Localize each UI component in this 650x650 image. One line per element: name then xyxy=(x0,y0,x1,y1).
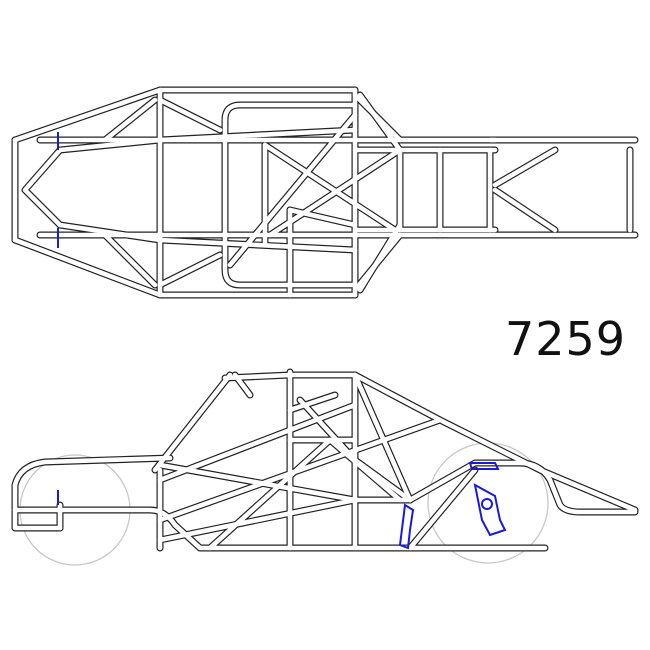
part-number-label: 7259 xyxy=(505,312,627,366)
suspension-brackets-icon xyxy=(57,462,507,550)
top-view-frame xyxy=(15,90,635,295)
side-view-frame xyxy=(15,372,635,566)
